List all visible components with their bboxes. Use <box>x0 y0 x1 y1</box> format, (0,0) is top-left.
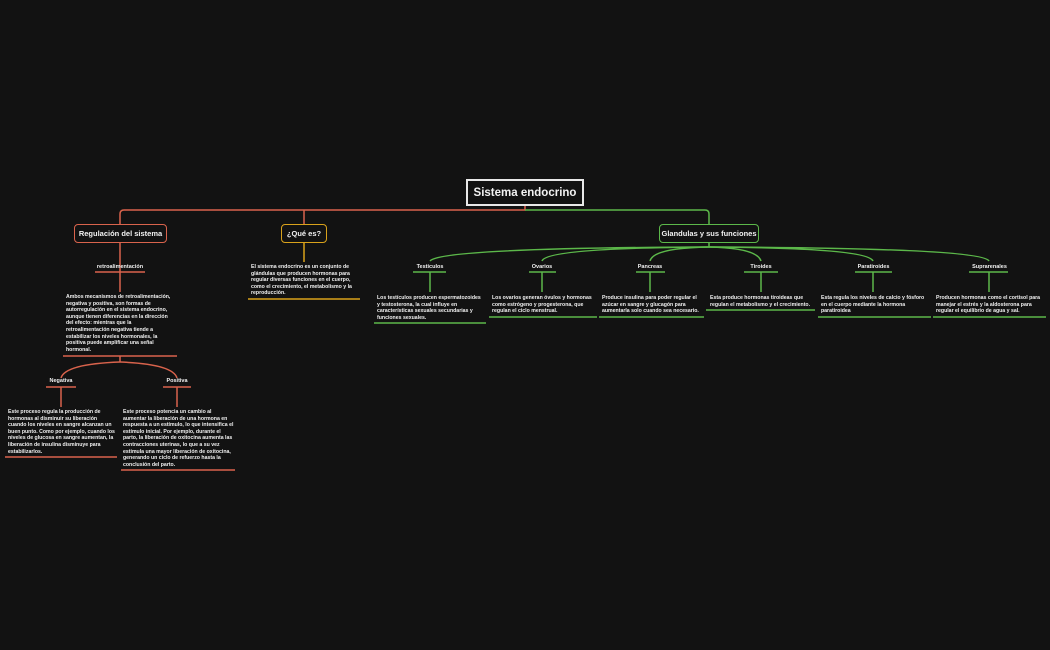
connector-suprarenales <box>708 246 990 262</box>
que-es-text: El sistema endocrino es un conjunto de g… <box>251 264 352 297</box>
subtopic-paratiroides[interactable]: Paratiroides <box>857 264 890 270</box>
paratiroides-text: Esta regula los niveles de calcio y fósf… <box>821 295 925 315</box>
suprarenales-text: Producen hormonas como el cortisol para … <box>936 295 1041 315</box>
connector-ovarios <box>541 246 710 262</box>
positiva-text: Este proceso potencia un cambio al aumen… <box>123 409 234 468</box>
topic-que-es-label: ¿Qué es? <box>286 229 322 238</box>
retroalimentacion-text: Ambos mecanismos de retroalimentación, n… <box>66 294 171 353</box>
subtopic-negativa[interactable]: Negativa <box>49 378 73 384</box>
pancreas-text: Produce insulina para poder regular el a… <box>602 295 699 315</box>
connector-tiroides <box>708 246 762 262</box>
subtopic-suprarenales[interactable]: Suprarenales <box>972 264 1007 270</box>
root-node[interactable]: Sistema endocrino <box>466 179 584 206</box>
connector-branch-positiva <box>119 361 178 379</box>
connector-testiculos <box>429 246 710 262</box>
negativa-text: Este proceso regula la producción de hor… <box>8 409 115 455</box>
testiculos-text: Los testículos producen espermatozoides … <box>377 295 481 321</box>
connector-root-glandulas <box>525 209 710 224</box>
topic-regulacion[interactable]: Regulación del sistema <box>74 224 167 243</box>
subtopic-ovarios[interactable]: Ovarios <box>531 264 553 270</box>
root-title: Sistema endocrino <box>473 186 577 199</box>
subtopic-pancreas[interactable]: Pancreas <box>637 264 663 270</box>
tiroides-text: Esta produce hormonas tiroideas que regu… <box>710 295 811 308</box>
subtopic-tiroides[interactable]: Tiroides <box>750 264 772 270</box>
connector-root-regulacion <box>119 206 526 224</box>
subtopic-testiculos[interactable]: Testiculos <box>416 264 444 270</box>
topic-glandulas[interactable]: Glandulas y sus funciones <box>659 224 759 243</box>
connector-branch-negativa <box>60 361 121 379</box>
topic-que-es[interactable]: ¿Qué es? <box>281 224 327 243</box>
topic-regulacion-label: Regulación del sistema <box>78 229 163 238</box>
ovarios-text: Los ovarios generan óvulos y hormonas co… <box>492 295 592 315</box>
connector-pancreas <box>649 246 710 262</box>
subtopic-retroalimentacion[interactable]: retroalimentación <box>96 264 144 270</box>
subtopic-positiva[interactable]: Positiva <box>166 378 188 384</box>
topic-glandulas-label: Glandulas y sus funciones <box>661 229 757 238</box>
